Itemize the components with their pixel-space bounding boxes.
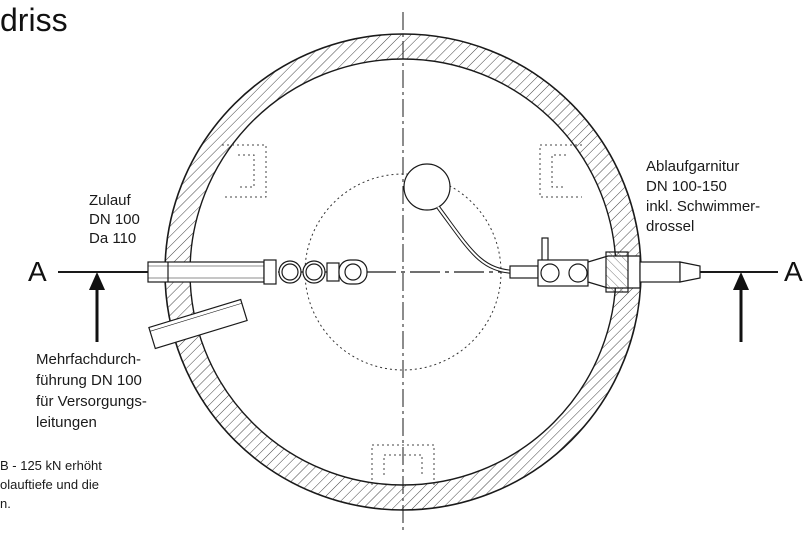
inlet-label-line1: Zulauf [89,192,131,209]
multi-passage-label-line4: leitungen [36,414,97,431]
outlet-label-line2: DN 100-150 [646,178,727,195]
inlet-label-line2: DN 100 [89,211,140,228]
outlet-label-line4: drossel [646,218,695,235]
float-assembly [403,163,515,274]
multi-passage-pipe [148,298,248,350]
dotted-bracket-left [222,144,267,198]
footnote-line2: olauftiefe und die [0,477,100,492]
multi-passage-label-line3: für Versorgungs- [36,393,147,410]
outlet-label-line3: inkl. Schwimmer- [646,198,761,215]
inlet-label-line3: Da 110 [89,230,137,247]
outlet-assembly [509,237,701,293]
section-label-left: A [28,256,47,287]
drawing-title: driss [0,2,68,38]
inlet-pipe [147,259,368,285]
footnote-line3: n. [0,496,11,511]
section-arrow-right [733,272,749,342]
footnote-line1: B - 125 kN erhöht [0,458,102,473]
multi-passage-label-line2: führung DN 100 [36,372,142,389]
section-label-right: A [784,256,803,287]
dotted-bracket-bottom [371,444,435,485]
dotted-bracket-right [539,144,582,198]
multi-passage-label-line1: Mehrfachdurch- [36,351,142,368]
section-arrow-left [89,272,105,342]
outlet-label-line1: Ablaufgarnitur [646,158,740,175]
